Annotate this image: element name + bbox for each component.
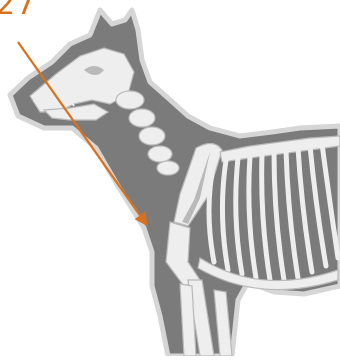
callout-number: 27	[0, 0, 36, 20]
dog-silhouette	[10, 10, 340, 356]
